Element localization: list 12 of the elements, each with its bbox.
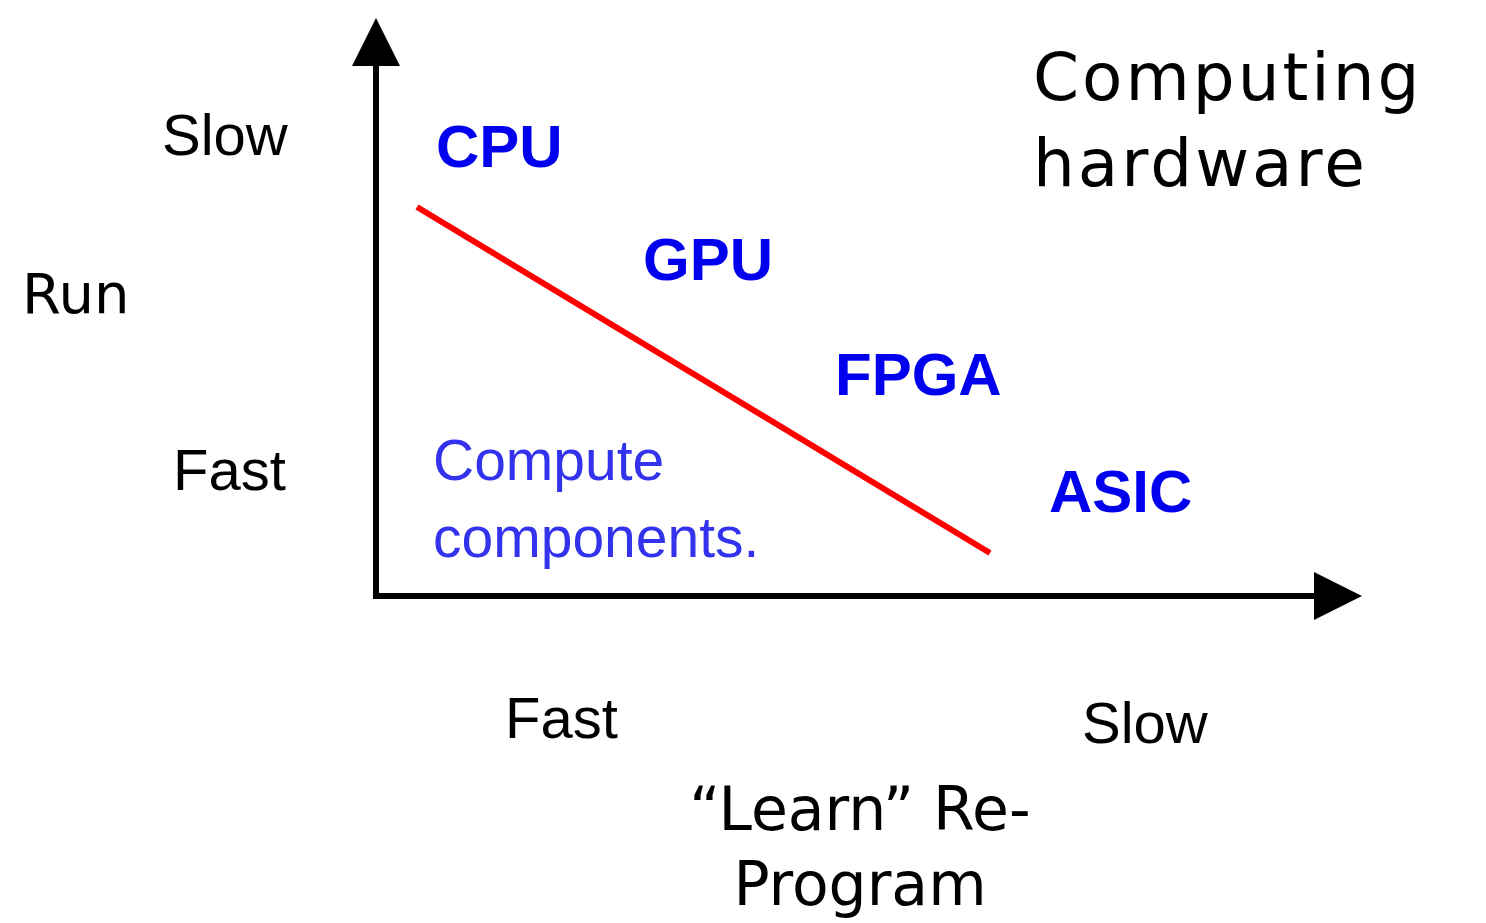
- hardware-label: FPGA: [835, 340, 1002, 409]
- axis-label: Fast: [505, 685, 618, 752]
- axis-label: Fast: [173, 437, 286, 504]
- hardware-label: CPU: [436, 112, 563, 181]
- axis-title: Run: [22, 262, 130, 327]
- axis-label: Slow: [162, 102, 288, 169]
- hardware-label: ASIC: [1049, 457, 1193, 526]
- axis-label: Slow: [1082, 690, 1208, 757]
- title: Computing hardware: [1033, 38, 1424, 204]
- annotation-text: Compute components.: [433, 427, 761, 571]
- hardware-label: GPU: [643, 225, 774, 294]
- axis-title: “Learn” Re-Program: [688, 773, 1032, 921]
